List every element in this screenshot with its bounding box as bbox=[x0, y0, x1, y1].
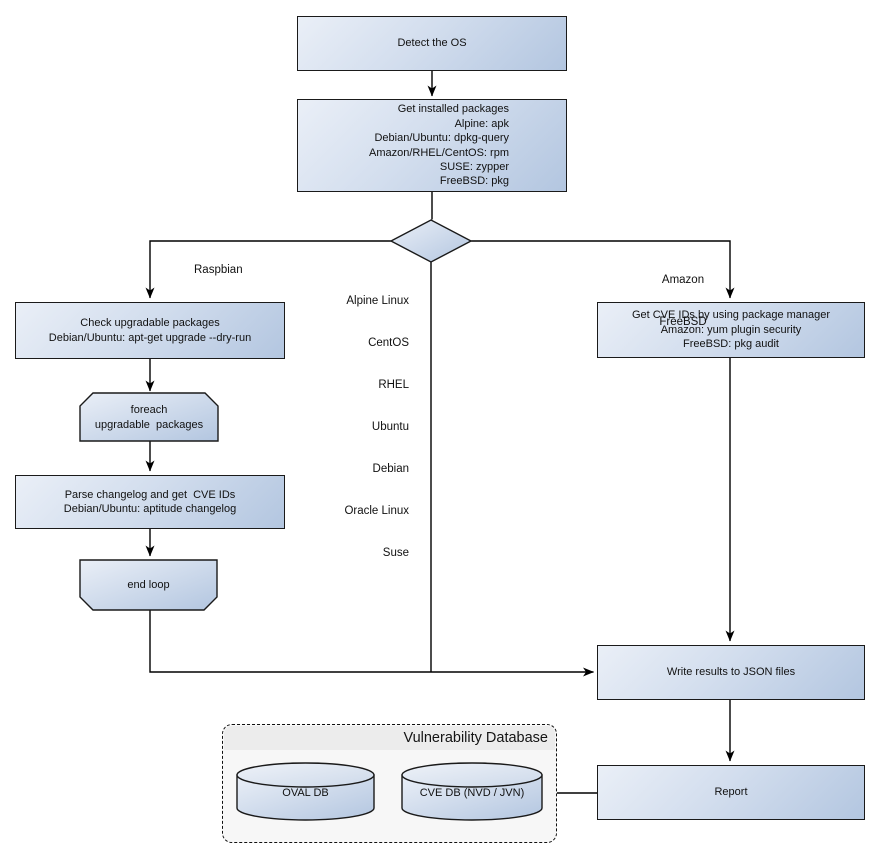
node-write-results: Write results to JSON files bbox=[597, 645, 865, 700]
node-report-label: Report bbox=[714, 786, 748, 799]
node-text-line: Debian/Ubuntu: apt-get upgrade --dry-run bbox=[48, 331, 252, 344]
node-detect-os-label: Detect the OS bbox=[397, 37, 467, 50]
edge-label-raspbian: Raspbian bbox=[194, 264, 243, 276]
node-text-line: FreeBSD: pkg bbox=[439, 175, 509, 188]
node-text-line: Amazon/RHEL/CentOS: rpm bbox=[369, 146, 509, 159]
edge-label-os-item: FreeBSD bbox=[659, 316, 707, 328]
node-report: Report bbox=[597, 765, 865, 820]
shape-end-loop bbox=[79, 559, 218, 611]
node-text-line: FreeBSD: pkg audit bbox=[683, 338, 779, 351]
decision-diamond bbox=[389, 219, 473, 263]
edge-label-os-item: Debian bbox=[372, 463, 409, 475]
connector-endloop-to-write-results bbox=[149, 610, 594, 677]
node-get-cve-ids: Get CVE IDs by using package manager Ama… bbox=[597, 302, 865, 358]
node-text-line: Get CVE IDs by using package manager bbox=[631, 309, 831, 322]
node-check-upgradable-packages: Check upgradable packages Debian/Ubuntu:… bbox=[15, 302, 285, 359]
edge-label-os-item: RHEL bbox=[378, 379, 409, 391]
node-write-results-label: Write results to JSON files bbox=[666, 666, 796, 679]
node-detect-os: Detect the OS bbox=[297, 16, 567, 71]
vulnerability-database-title: Vulnerability Database bbox=[224, 726, 555, 750]
edge-label-os-item: Alpine Linux bbox=[346, 295, 409, 307]
node-text-line: Alpine: apk bbox=[454, 117, 509, 130]
edge-label-os-item: Oracle Linux bbox=[344, 505, 409, 517]
edge-label-os-item: Ubuntu bbox=[371, 421, 409, 433]
edge-label-os-item: CentOS bbox=[368, 337, 409, 349]
node-parse-changelog: Parse changelog and get CVE IDs Debian/U… bbox=[15, 475, 285, 529]
vulnerability-database-container: Vulnerability Database bbox=[222, 724, 557, 843]
node-get-installed-packages: Get installed packages Alpine: apk Debia… bbox=[297, 99, 567, 192]
node-text-line: Amazon: yum plugin security bbox=[660, 323, 802, 336]
node-text-line: Debian/Ubuntu: dpkg-query bbox=[374, 132, 509, 145]
node-text-line: Parse changelog and get CVE IDs bbox=[64, 488, 236, 501]
edge-label-os-item: Amazon bbox=[661, 274, 705, 286]
node-text-line: SUSE: zypper bbox=[439, 160, 509, 173]
edge-label-os-list: Alpine Linux CentOS RHEL Ubuntu Debian O… bbox=[344, 266, 409, 588]
node-text-line: Get installed packages bbox=[397, 103, 509, 116]
node-text-line: Check upgradable packages bbox=[80, 317, 220, 330]
connector-decision-to-get-cve bbox=[471, 240, 735, 299]
edge-label-amazon-freebsd: Amazon FreeBSD bbox=[645, 245, 721, 357]
node-text-line: Debian/Ubuntu: aptitude changelog bbox=[63, 503, 237, 515]
shape-foreach-loop bbox=[79, 392, 219, 442]
connector-decision-to-check-upgradable bbox=[145, 240, 391, 299]
edge-label-os-item: Suse bbox=[382, 547, 409, 559]
